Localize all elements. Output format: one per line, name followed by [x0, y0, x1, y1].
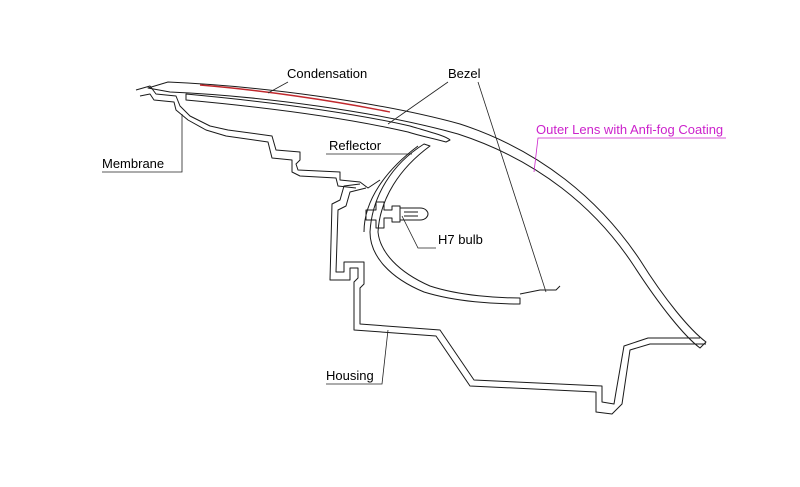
membrane-leader	[102, 114, 183, 173]
housing-leader	[326, 329, 389, 385]
bezel-strip	[135, 85, 451, 189]
housing	[329, 183, 706, 415]
membrane-label: Membrane	[102, 156, 164, 171]
reflector-label: Reflector	[329, 138, 382, 153]
condensation-label: Condensation	[287, 66, 367, 81]
bezel-label: Bezel	[448, 66, 481, 81]
condensation-line	[199, 84, 391, 113]
h7-bulb	[365, 201, 429, 229]
h7-bulb-label: H7 bulb	[438, 232, 483, 247]
outer-lens-label: Outer Lens with Anfi-fog Coating	[536, 122, 723, 137]
h7-bulb-leader	[401, 215, 436, 249]
housing-label: Housing	[326, 368, 374, 383]
bezel-leader-1	[387, 81, 449, 125]
outer-lens-leader	[533, 137, 726, 173]
bezel-leader-2	[477, 81, 547, 293]
condensation-leader	[267, 81, 289, 94]
reflector	[363, 143, 521, 305]
outer-lens	[147, 81, 707, 349]
